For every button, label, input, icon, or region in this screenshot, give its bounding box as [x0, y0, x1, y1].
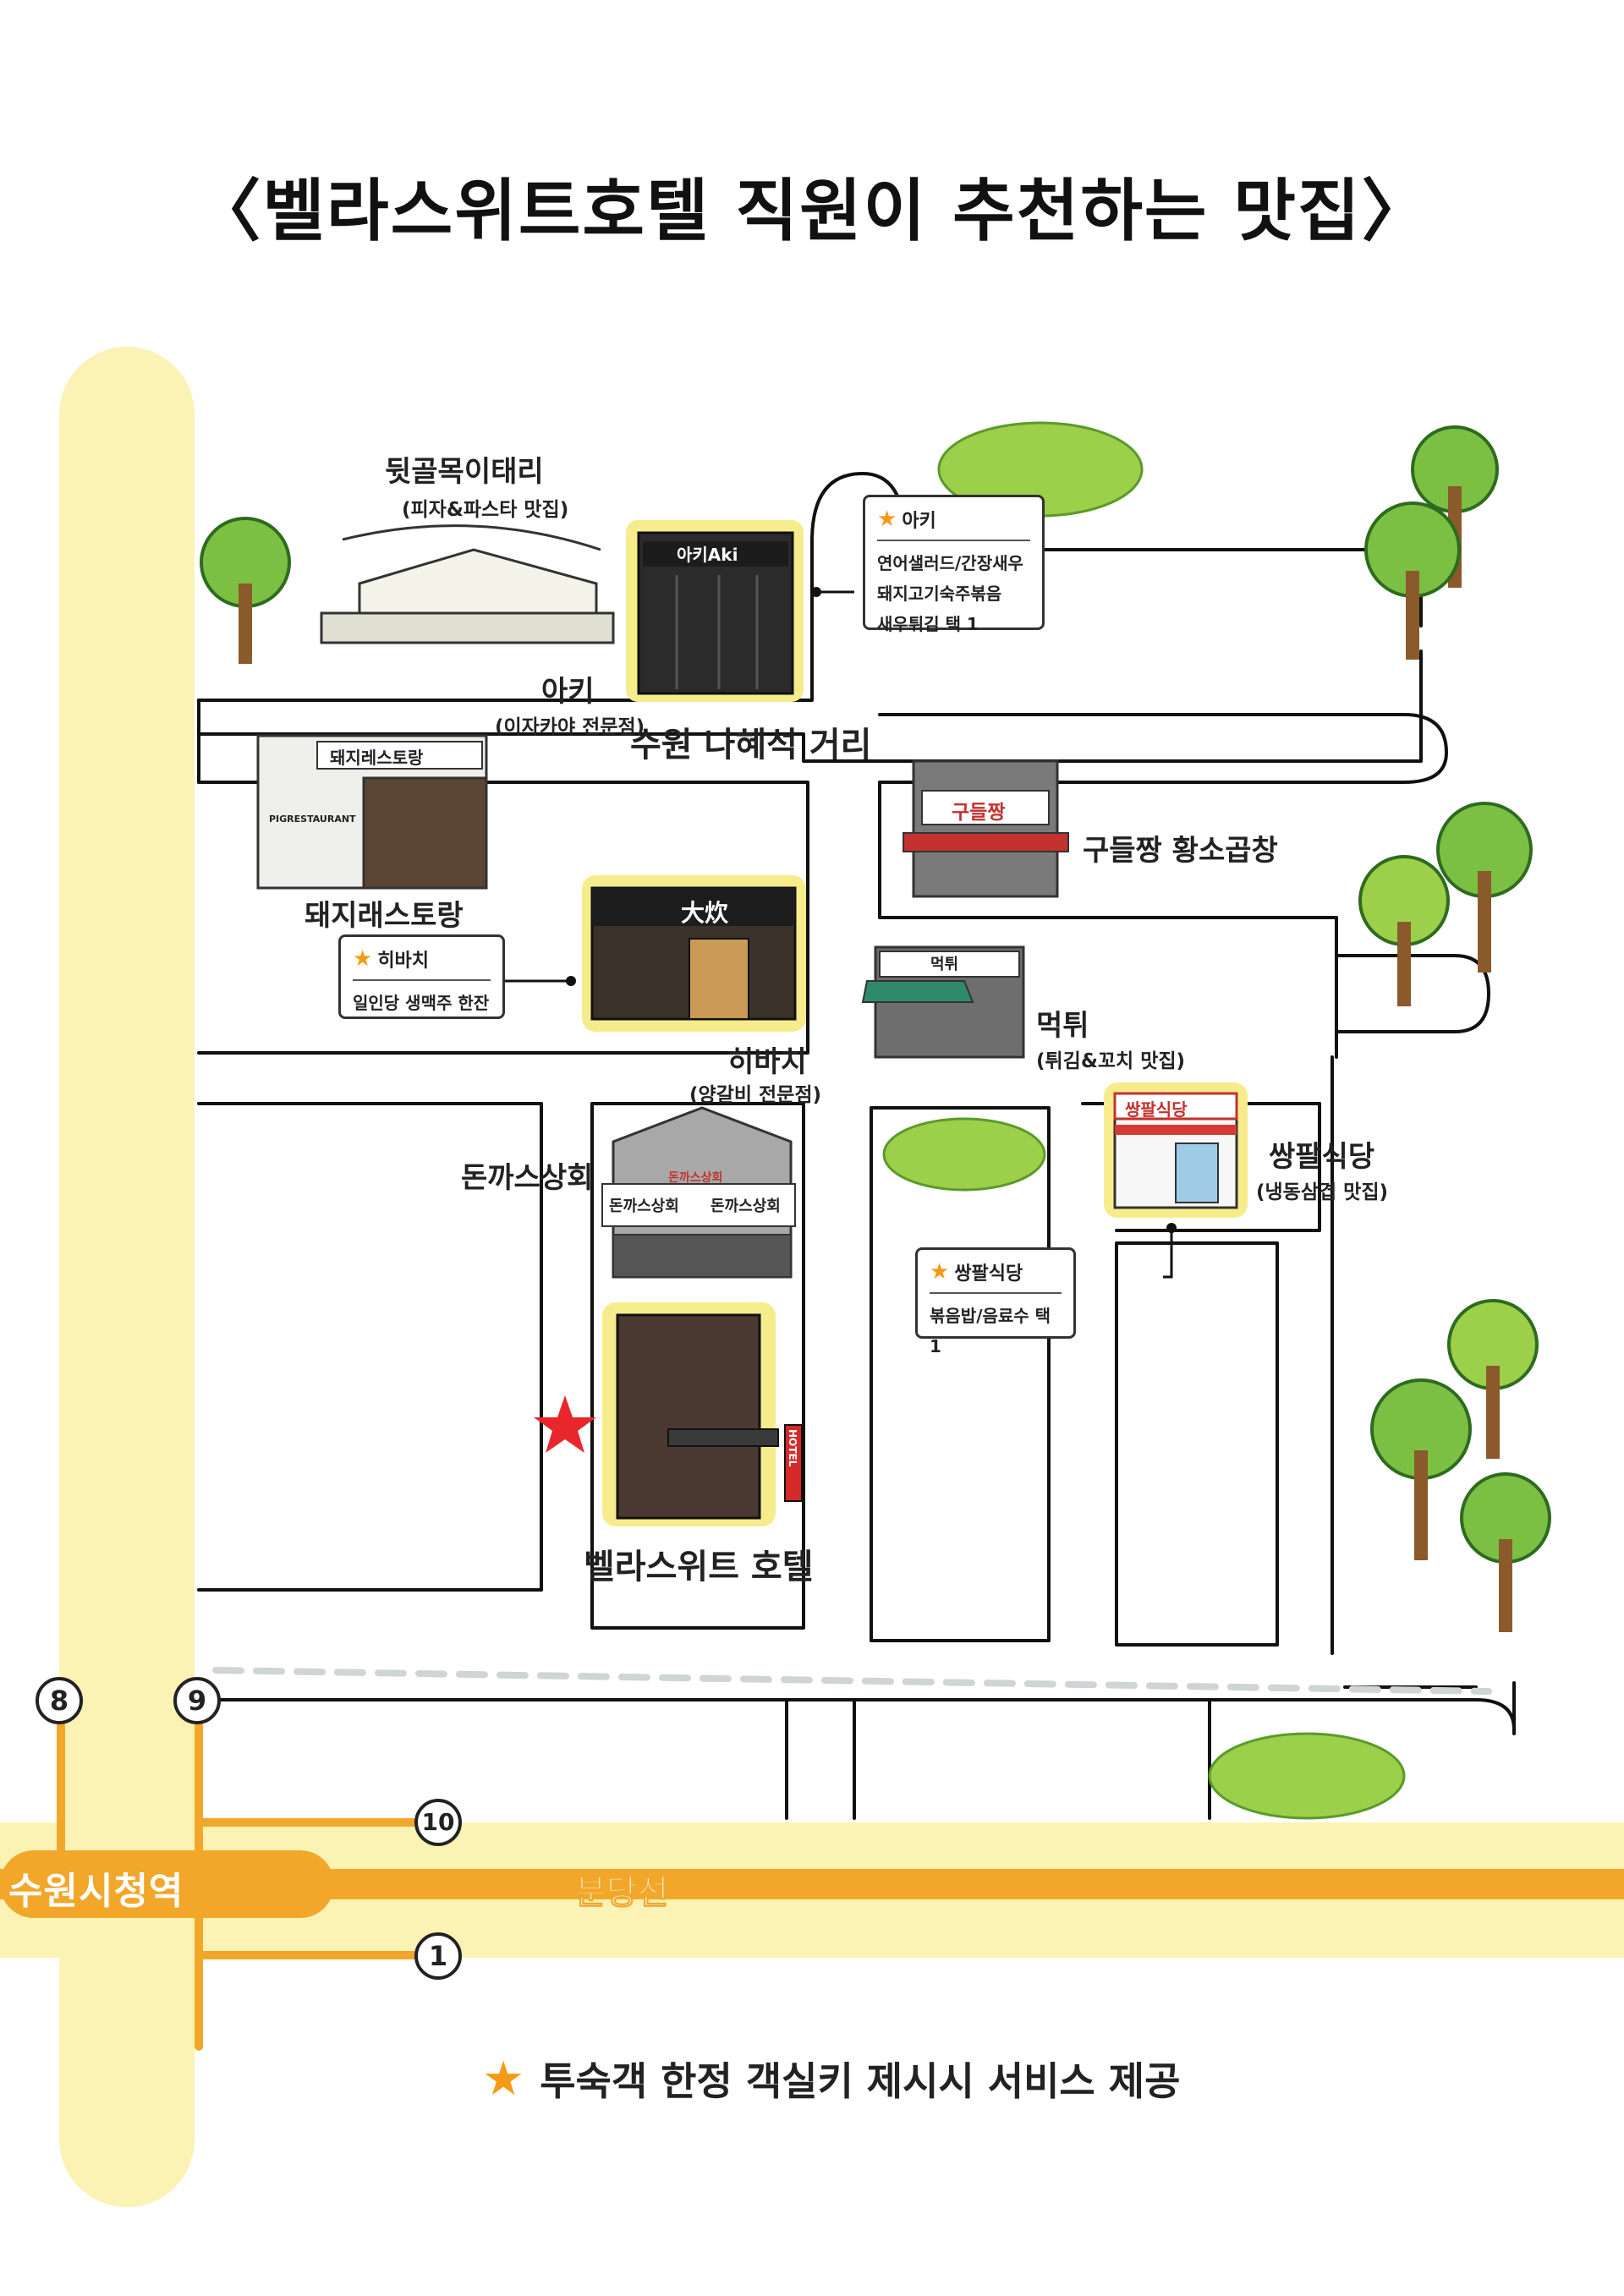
aki-info-item: 연어샐러드/간장새우: [877, 553, 1023, 573]
station-pill: [0, 1850, 334, 1918]
station-name: 수원시청역: [8, 1870, 184, 1913]
ssangpal-name: 쌍팔식당: [1269, 1140, 1375, 1174]
connector-dot: [1166, 1223, 1177, 1233]
star-icon: ★: [353, 946, 373, 972]
connector-dot: [566, 976, 576, 986]
exit-8-marker: 8: [36, 1677, 83, 1724]
street-name: 수원 나혜석 거리: [630, 726, 872, 764]
tree-icon: [1364, 501, 1461, 660]
ssangpal-info-title: 쌍팔식당: [954, 1263, 1023, 1285]
tree-icon: [1370, 1378, 1472, 1560]
hotel-building: [602, 1302, 803, 1526]
hibachi-building: [582, 875, 806, 1032]
meoktwi-building: [861, 945, 1025, 1059]
italian-building: [320, 524, 615, 644]
tree-icon: [1460, 1472, 1551, 1632]
tonkatsu-sign-right: 돈까스상회: [710, 1197, 781, 1215]
aki-building: [626, 520, 804, 702]
star-icon: ★: [482, 2051, 525, 2107]
ssangpal-info-item: 볶음밥/음료수 택1: [930, 1306, 1051, 1356]
bush-icon: [1208, 1732, 1406, 1820]
hotel-name: 벨라스위트 호텔: [584, 1548, 814, 1586]
gopchang-sign: 구들짱: [952, 802, 1006, 824]
hotel-sign: HOTEL: [787, 1429, 798, 1467]
dashed-route: [212, 1667, 1492, 1695]
hibachi-desc: (양갈비 전문점): [689, 1084, 821, 1106]
gopchang-building: [903, 759, 1069, 898]
star-icon: ★: [930, 1259, 950, 1285]
exit-1-marker: 1: [414, 1932, 462, 1980]
aki-sign: 아키Aki: [677, 545, 738, 565]
aki-info-item: 새우튀김 택 1: [877, 614, 979, 634]
pig-sign: 돼지레스토랑: [330, 748, 424, 768]
bush-icon: [882, 1117, 1046, 1192]
italian-name: 뒷골목이태리: [385, 455, 544, 489]
pig-logo: PIGRESTAURANT: [269, 814, 356, 825]
pig-name: 돼지래스토랑: [304, 899, 464, 933]
meoktwi-name: 먹튀: [1036, 1009, 1089, 1043]
page-title: 〈벨라스위트호텔 직원이 추천하는 맛집〉: [193, 172, 1431, 250]
exit-9-marker: 9: [173, 1677, 221, 1724]
hotel-star-icon: [534, 1395, 596, 1453]
subway-line-name: 분당선: [574, 1873, 669, 1913]
tonkatsu-building: [601, 1106, 796, 1279]
aki-info-item: 돼지고기숙주볶음: [877, 584, 1002, 604]
exit-10-marker: 10: [414, 1799, 462, 1846]
tree-icon: [1436, 802, 1533, 973]
pig-building: [256, 734, 488, 890]
ssangpal-sign: 쌍팔식당: [1125, 1099, 1188, 1120]
ssangpal-info-box: ★쌍팔식당 볶음밥/음료수 택1: [915, 1247, 1076, 1356]
tonkatsu-sign-top: 돈까스상회: [668, 1171, 723, 1185]
hibachi-sign: 大炊: [681, 899, 729, 927]
hibachi-info-box: ★히바치 일인당 생맥주 한잔: [338, 934, 505, 1019]
tree-icon: [1447, 1299, 1539, 1459]
connector-dot: [811, 587, 821, 597]
tonkatsu-sign-left: 돈까스상회: [609, 1197, 679, 1215]
tree-icon: [1358, 855, 1450, 1006]
tree-icon: [200, 517, 291, 664]
tonkatsu-name: 돈까스상회: [461, 1161, 594, 1195]
footer-note: ★ 투숙객 한정 객실키 제시시 서비스 제공: [482, 2051, 1180, 2107]
italian-desc: (피자&파스타 맛집): [402, 499, 569, 521]
meoktwi-desc: (튀김&꼬치 맛집): [1036, 1050, 1186, 1072]
aki-info-title: 아키: [902, 511, 936, 532]
connector-lines: [503, 590, 1173, 1279]
ssangpal-desc: (냉동삼겹 맛집): [1256, 1181, 1388, 1203]
hibachi-info-title: 히바치: [377, 951, 430, 972]
star-icon: ★: [877, 507, 897, 532]
aki-name: 아키: [541, 675, 595, 709]
hibachi-info-item: 일인당 생맥주 한잔: [353, 993, 490, 1013]
ssangpal-building: [1104, 1082, 1248, 1218]
aki-info-box: ★아키 연어샐러드/간장새우 돼지고기숙주볶음 새우튀김 택 1: [863, 495, 1045, 634]
main-vertical-road: [59, 347, 195, 2207]
aki-desc: (이자카야 전문점): [495, 716, 645, 738]
gopchang-name: 구들짱 황소곱창: [1083, 834, 1278, 868]
hibachi-name: 히바치: [727, 1045, 807, 1079]
meoktwi-sign: 먹튀: [930, 956, 959, 973]
footer-text: 투숙객 한정 객실키 제시시 서비스 제공: [540, 2058, 1181, 2104]
